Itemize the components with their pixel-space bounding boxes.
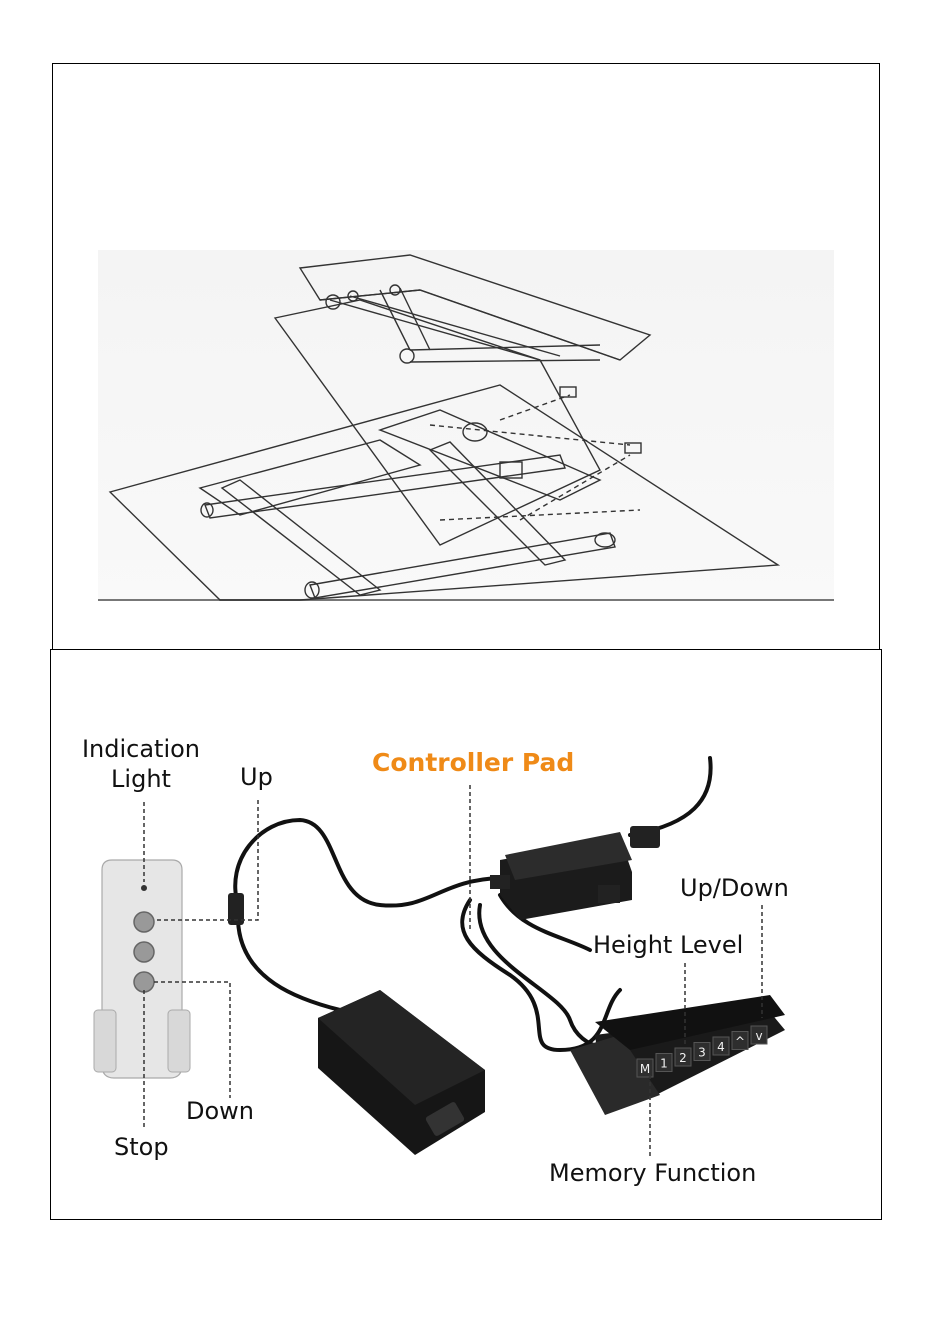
height-level-label: Height Level — [593, 930, 743, 960]
indication-light-label: Indication Light — [68, 734, 214, 794]
memory-function-label: Memory Function — [549, 1158, 756, 1188]
up-down-label: Up/Down — [680, 873, 789, 903]
stop-label: Stop — [114, 1132, 169, 1162]
up-label: Up — [240, 762, 273, 792]
assembly-panel — [52, 63, 880, 651]
down-label: Down — [186, 1096, 254, 1126]
controller-pad-label: Controller Pad — [372, 748, 574, 778]
